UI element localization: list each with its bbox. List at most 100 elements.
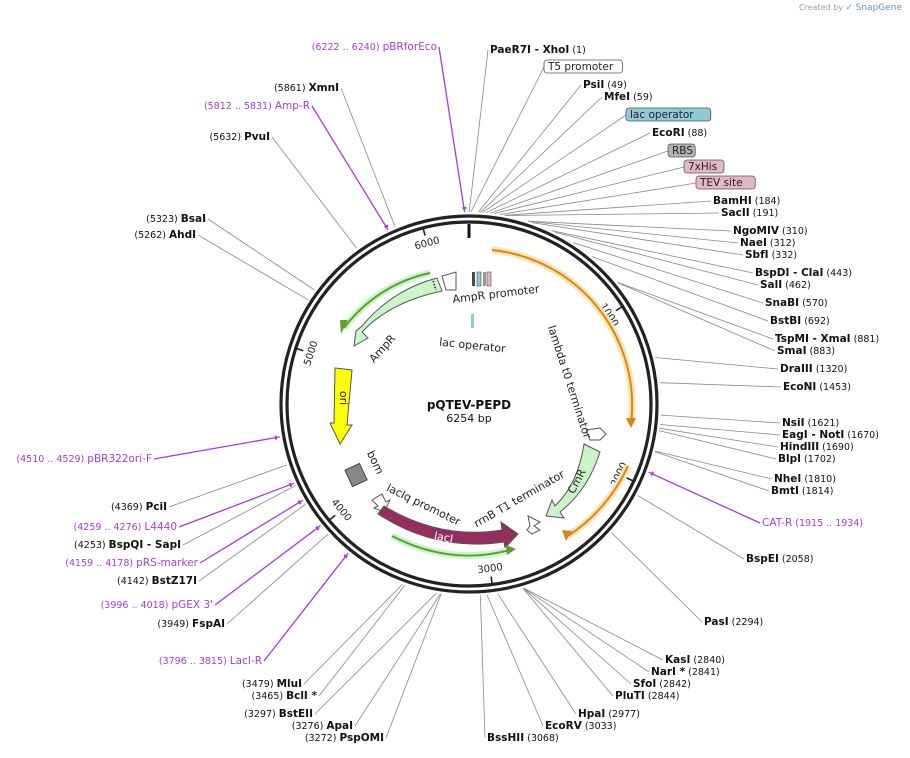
label-bspei: BspEI (2058) (746, 553, 813, 565)
site-tspmi[interactable]: TspMI - XmaI (881) (775, 333, 879, 345)
site-pluti[interactable]: PluTI (2844) (615, 690, 679, 702)
site-mlui[interactable]: (3479) MluI (242, 678, 302, 690)
site-hindiii[interactable]: HindIII (1690) (780, 441, 854, 453)
primer-laci-r[interactable]: (3796 .. 3815) LacI-R (159, 655, 262, 667)
site-sacii[interactable]: SacII (191) (721, 207, 778, 219)
leader-hpai (497, 593, 577, 715)
primer-l4440[interactable]: (4259 .. 4276) L4440 (74, 521, 177, 533)
tick-mark-2000 (626, 477, 635, 483)
site-blpi[interactable]: BlpI (1702) (778, 453, 836, 465)
site-sfoi[interactable]: SfoI (2842) (633, 678, 691, 690)
site-apai[interactable]: (3276) ApaI (292, 720, 353, 732)
primer-bar-laci-r (343, 554, 348, 559)
site-naei[interactable]: NaeI (312) (740, 237, 795, 249)
feature-tag-7xhis[interactable]: 7xHis (683, 159, 725, 174)
name-cat-r: CAT-R (762, 517, 792, 529)
site-ahdi[interactable]: (5262) AhdI (134, 229, 196, 241)
primer-amp-r[interactable]: (5812 .. 5831) Amp-R (204, 100, 310, 112)
name-pbrforeco: pBRforEco (383, 41, 437, 53)
feature-tag-lac-operator[interactable]: lac operator (625, 107, 712, 122)
site-ngomiv[interactable]: NgoMIV (310) (733, 225, 808, 237)
site-sbfi[interactable]: SbfI (332) (745, 249, 797, 261)
site-psii[interactable]: PsiI (49) (583, 79, 627, 91)
site-bstbi[interactable]: BstBI (692) (770, 315, 830, 327)
name-sfoi: SfoI (633, 678, 656, 690)
leader-paer7i (468, 49, 489, 213)
site-nhei[interactable]: NheI (1810) (774, 473, 836, 485)
ori-feature-arrow (329, 367, 353, 446)
leader-lac-operator (482, 114, 627, 213)
label-smai: SmaI (883) (777, 345, 835, 357)
name-kasi: KasI (665, 654, 690, 666)
site-bsteii[interactable]: (3297) BstEII (244, 708, 313, 720)
site-bsai[interactable]: (5323) BsaI (146, 213, 206, 225)
pos-pspomi: (3272) (305, 733, 340, 744)
site-econi[interactable]: EcoNI (1453) (783, 381, 851, 393)
feature-tag-rbs[interactable]: RBS (667, 143, 696, 158)
name-bspdi: BspDI (755, 267, 789, 279)
site-nari[interactable]: NarI * (2841) (651, 666, 720, 678)
name-apai: ApaI (326, 720, 353, 732)
site-bspqi[interactable]: (4253) BspQI - SapI (74, 539, 181, 551)
site-fspai[interactable]: (3949) FspAI (157, 618, 225, 630)
primer-pgex-3[interactable]: (3996 .. 4018) pGEX 3' (101, 599, 213, 611)
primer-bar-cat-r (650, 471, 654, 476)
site-bcli[interactable]: (3465) BclI * (252, 690, 318, 702)
primer-cat-r[interactable]: CAT-R (1915 .. 1934) (762, 517, 863, 529)
pos-pbr322ori-f: (4510 .. 4529) (16, 454, 87, 465)
label-ampr: AmpR (367, 332, 399, 365)
site-bstz17i[interactable]: (4142) BstZ17I (117, 575, 197, 587)
name-amp-r: Amp-R (275, 100, 310, 112)
feature-tag-tev-site[interactable]: TEV site (695, 175, 756, 190)
rrnb-terminator-arrow (526, 515, 541, 535)
site-pvui[interactable]: (5632) PvuI (209, 131, 270, 143)
site-draiii[interactable]: DraIII (1320) (780, 363, 847, 375)
primer-prs-marker[interactable]: (4159 .. 4178) pRS-marker (65, 557, 198, 569)
site-ecorv[interactable]: EcoRV (3033) (545, 720, 616, 732)
site-xmni[interactable]: (5861) XmnI (274, 82, 339, 94)
name-psii: PsiI (583, 79, 604, 91)
leader-pgex-3 (214, 525, 321, 606)
name-tspmi: TspMI (775, 333, 809, 345)
label-lac-operator: lac operator (439, 336, 507, 356)
site-bamhi[interactable]: BamHI (184) (713, 195, 780, 207)
pos-bcli: (3465) (252, 691, 287, 702)
site-pspomi[interactable]: (3272) PspOMI (305, 732, 384, 744)
label-bom: bom (364, 449, 386, 477)
site-bmti[interactable]: BmtI (1814) (771, 485, 833, 497)
leader-smai (617, 282, 776, 352)
site-pasi[interactable]: PasI (2294) (704, 616, 763, 628)
label-bspqi: (4253) BspQI - SapI (74, 539, 181, 551)
site-paer7i[interactable]: PaeR7I - XhoI (1) (490, 44, 586, 56)
site-bspdi[interactable]: BspDI - ClaI (443) (755, 267, 852, 279)
tag-text-tev-site: TEV site (699, 177, 743, 189)
name-paer7i: PaeR7I (490, 44, 531, 56)
leader-bspqi (182, 485, 296, 546)
name-sali: SalI (760, 279, 782, 291)
primer-pbr322ori-f[interactable]: (4510 .. 4529) pBR322ori-F (16, 453, 152, 465)
site-kasi[interactable]: KasI (2840) (665, 654, 725, 666)
tag-box-tev-site (695, 175, 756, 190)
site-eagi[interactable]: EagI - NotI (1670) (782, 429, 879, 441)
pos-bsai: (5323) (146, 214, 181, 225)
label-xmni: (5861) XmnI (274, 82, 339, 94)
site-snabi[interactable]: SnaBI (570) (765, 297, 828, 309)
site-bspei[interactable]: BspEI (2058) (746, 553, 813, 565)
primer-bar-amp-r (384, 224, 389, 229)
pos-econi: (1453) (816, 382, 851, 393)
name-ecorv: EcoRV (545, 720, 583, 732)
feature-tag-t5-promoter[interactable]: T5 promoter (543, 59, 623, 74)
site-hpai[interactable]: HpaI (2977) (578, 708, 640, 720)
site-ecori[interactable]: EcoRI (88) (652, 127, 707, 139)
site-nsii[interactable]: NsiI (1621) (782, 417, 839, 429)
site-bsshii[interactable]: BssHII (3068) (487, 732, 559, 744)
label-naei: NaeI (312) (740, 237, 795, 249)
site-pcii[interactable]: (4369) PciI (111, 501, 167, 513)
tag-text-t5-promoter: T5 promoter (547, 61, 614, 73)
leader-tspmi (617, 282, 774, 340)
name-mlui: MluI (277, 678, 302, 690)
site-smai[interactable]: SmaI (883) (777, 345, 835, 357)
site-mfei[interactable]: MfeI (59) (604, 91, 653, 103)
site-sali[interactable]: SalI (462) (760, 279, 811, 291)
primer-pbrforeco[interactable]: (6222 .. 6240) pBRforEco (312, 41, 437, 53)
